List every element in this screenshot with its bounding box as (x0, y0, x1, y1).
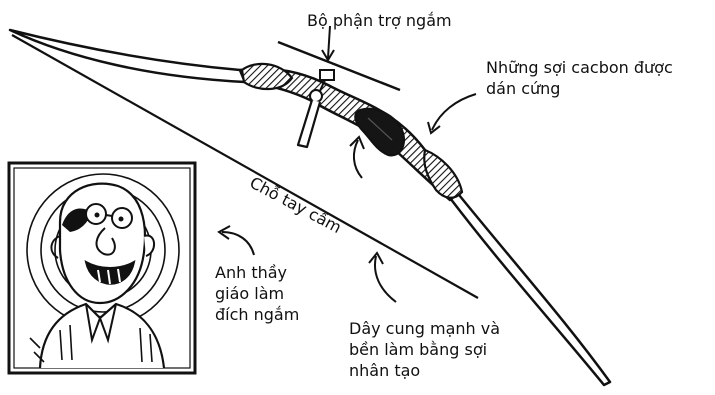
string-label-line-3: nhân tạo (349, 360, 500, 381)
target-label-line-3: đích ngắm (215, 304, 299, 325)
bow-grip (355, 109, 404, 156)
target-label-line-2: giáo làm (215, 283, 299, 304)
target-label-line-1: Anh thầy (215, 262, 299, 283)
carbon-label-line-2: dán cứng (486, 78, 673, 99)
carbon-label: Những sợi cacbon được dán cứng (486, 57, 673, 99)
arrow-target (219, 226, 254, 255)
arrow-grip (350, 137, 364, 178)
arrow-string (369, 253, 396, 302)
sight-label: Bộ phận trợ ngắm (307, 10, 452, 31)
carbon-label-line-1: Những sợi cacbon được (486, 57, 673, 78)
string-label-line-1: Dây cung mạnh và (349, 318, 500, 339)
target-label: Anh thầy giáo làm đích ngắm (215, 262, 299, 325)
bow-riser (240, 64, 462, 200)
arrow-carbon (428, 94, 476, 133)
string-label-line-2: bền làm bằng sợi (349, 339, 500, 360)
arrow-sight (322, 26, 334, 60)
sight-label-text: Bộ phận trợ ngắm (307, 11, 452, 30)
string-label: Dây cung mạnh và bền làm bằng sợi nhân t… (349, 318, 500, 381)
